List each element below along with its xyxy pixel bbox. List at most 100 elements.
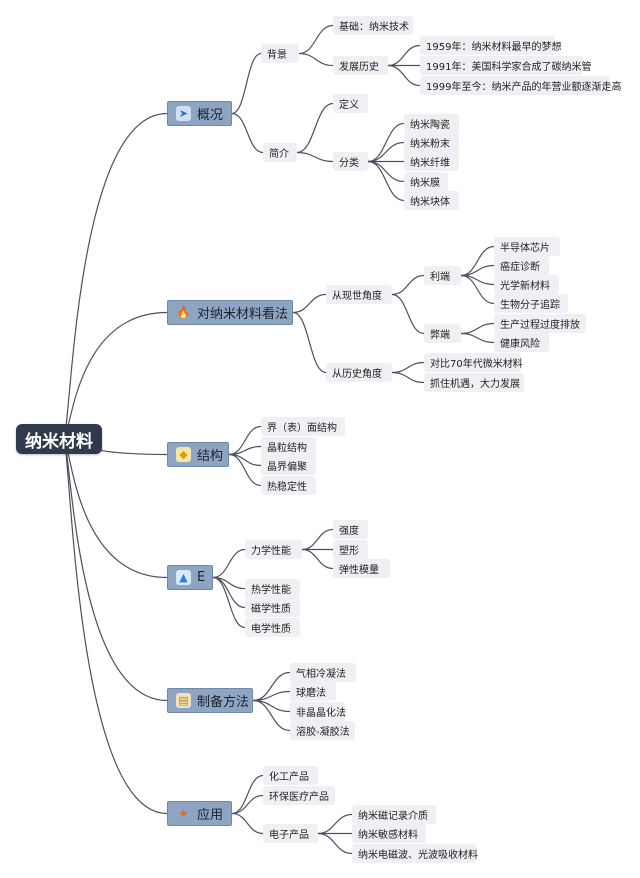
connector-line bbox=[228, 425, 262, 456]
sub-node[interactable]: 溶胶-凝胶法 bbox=[290, 721, 355, 740]
sub-node[interactable]: 从现世角度 bbox=[326, 285, 392, 304]
sub-node[interactable]: 基础：纳米技术 bbox=[333, 16, 413, 35]
sub-node[interactable]: 生产过程过度排放 bbox=[494, 314, 586, 333]
connector-line bbox=[387, 64, 421, 87]
node-label: 热稳定性 bbox=[267, 482, 307, 493]
sub-node[interactable]: 弹性模量 bbox=[333, 559, 390, 578]
connector-line bbox=[460, 322, 495, 335]
connector-line bbox=[231, 812, 264, 835]
sub-node[interactable]: 纳米陶瓷 bbox=[404, 114, 459, 133]
sub-node[interactable]: 背景 bbox=[261, 44, 299, 63]
connector-line bbox=[292, 311, 327, 374]
sub-node[interactable]: 从历史角度 bbox=[326, 363, 392, 382]
node-label: 力学性能 bbox=[251, 546, 291, 557]
connector-line bbox=[391, 274, 425, 296]
sub-node[interactable]: 热稳定性 bbox=[261, 476, 316, 495]
node-label: 弊端 bbox=[430, 330, 450, 341]
sub-node[interactable]: 1999年至今：纳米产品的年营业额逐渐走高 bbox=[420, 76, 621, 95]
root-node[interactable]: 纳米材料 bbox=[16, 424, 102, 454]
sub-node[interactable]: 纳米敏感材料 bbox=[352, 824, 426, 843]
sub-node[interactable]: 塑形 bbox=[333, 540, 368, 559]
sub-node[interactable]: 非晶晶化法 bbox=[290, 702, 346, 721]
sub-node[interactable]: 半导体芯片 bbox=[494, 237, 560, 256]
connector-line bbox=[298, 24, 334, 55]
node-label: 抓住机遇，大力发展 bbox=[430, 379, 520, 390]
connector-line bbox=[301, 528, 334, 551]
connector-line bbox=[391, 361, 425, 374]
branch-node[interactable]: ◆ 结构 bbox=[167, 442, 229, 467]
branch-node[interactable]: ▤制备方法 bbox=[167, 688, 253, 713]
node-label: 溶胶-凝胶法 bbox=[296, 727, 350, 738]
node-label: 生物分子追踪 bbox=[500, 300, 560, 311]
sub-node[interactable]: 晶界偏聚 bbox=[261, 456, 316, 475]
sub-node[interactable]: 光学新材料 bbox=[494, 275, 559, 294]
sub-node[interactable]: 球磨法 bbox=[290, 682, 336, 701]
connector-line bbox=[367, 160, 405, 202]
sub-node[interactable]: 电子产品 bbox=[263, 824, 318, 843]
connector-line bbox=[62, 438, 168, 815]
connector-line bbox=[228, 453, 262, 487]
node-label: 定义 bbox=[339, 100, 359, 111]
node-label: 发展历史 bbox=[339, 62, 379, 73]
connector-line bbox=[460, 274, 495, 305]
sub-node[interactable]: 强度 bbox=[333, 520, 368, 539]
sub-node[interactable]: 界（表）面结构 bbox=[261, 417, 345, 436]
sub-node[interactable]: 电学性质 bbox=[245, 618, 300, 637]
node-label: 背景 bbox=[267, 50, 287, 61]
sub-node[interactable]: 纳米粉末 bbox=[404, 133, 459, 152]
sub-node[interactable]: 定义 bbox=[333, 94, 368, 113]
connector-line bbox=[62, 438, 168, 702]
node-label: 癌症诊断 bbox=[500, 262, 540, 273]
gem-icon: ◆ bbox=[176, 447, 191, 462]
sub-node[interactable]: 纳米纤维 bbox=[404, 152, 459, 171]
sub-node[interactable]: 纳米磁记录介质 bbox=[352, 805, 436, 824]
connector-line bbox=[301, 548, 334, 570]
node-label: 纳米膜 bbox=[410, 178, 440, 189]
node-label: 1991年：美国科学家合成了碳纳米管 bbox=[426, 62, 592, 73]
drop-icon: ▲ bbox=[176, 570, 191, 585]
node-label: 纳米电磁波、光波吸收材料 bbox=[358, 850, 478, 861]
sub-node[interactable]: 利端 bbox=[424, 266, 461, 285]
sub-node[interactable]: 生物分子追踪 bbox=[494, 294, 568, 313]
node-label: 概况 bbox=[197, 108, 224, 123]
sub-node[interactable]: 抓住机遇，大力发展 bbox=[424, 373, 524, 392]
sub-node[interactable]: 力学性能 bbox=[245, 540, 302, 559]
connector-line bbox=[212, 548, 246, 579]
sub-node[interactable]: 晶粒结构 bbox=[261, 437, 316, 456]
sub-node[interactable]: 环保医疗产品 bbox=[263, 786, 335, 805]
sub-node[interactable]: 弊端 bbox=[424, 324, 461, 343]
sub-node[interactable]: 纳米块体 bbox=[404, 191, 459, 210]
node-label: 纳米磁记录介质 bbox=[358, 811, 428, 822]
connector-line bbox=[391, 371, 425, 384]
sub-node[interactable]: 磁学性质 bbox=[245, 598, 300, 617]
sub-node[interactable]: 1959年：纳米材料最早的梦想 bbox=[420, 36, 561, 55]
branch-node[interactable]: ▲E bbox=[167, 565, 213, 590]
node-label: 从历史角度 bbox=[332, 369, 382, 380]
node-label: 健康风险 bbox=[500, 339, 540, 350]
node-label: 制备方法 bbox=[197, 695, 250, 710]
sub-node[interactable]: 热学性能 bbox=[245, 579, 300, 598]
node-label: 利端 bbox=[430, 272, 450, 283]
node-label: 结构 bbox=[197, 449, 224, 464]
node-label: 纳米粉末 bbox=[410, 139, 450, 150]
node-label: 光学新材料 bbox=[500, 281, 550, 292]
sub-node[interactable]: 气相冷凝法 bbox=[290, 663, 356, 682]
sub-node[interactable]: 癌症诊断 bbox=[494, 256, 549, 275]
sub-node[interactable]: 简介 bbox=[263, 143, 297, 162]
sub-node[interactable]: 对比70年代微米材料 bbox=[424, 353, 523, 372]
sub-node[interactable]: 健康风险 bbox=[494, 333, 549, 352]
node-label: 电子产品 bbox=[269, 830, 309, 841]
sub-node[interactable]: 化工产品 bbox=[263, 766, 318, 785]
node-label: 界（表）面结构 bbox=[267, 423, 337, 434]
branch-node[interactable]: ★应用 bbox=[167, 801, 232, 826]
branch-node[interactable]: ➤概况 bbox=[167, 101, 232, 126]
sub-node[interactable]: 纳米膜 bbox=[404, 172, 448, 191]
connector-line bbox=[62, 311, 168, 440]
branch-node[interactable]: 🔥对纳米材料看法 bbox=[167, 300, 293, 325]
sub-node[interactable]: 发展历史 bbox=[333, 56, 388, 75]
sub-node[interactable]: 纳米电磁波、光波吸收材料 bbox=[352, 844, 478, 863]
node-label: 热学性能 bbox=[251, 585, 291, 596]
sub-node[interactable]: 1991年：美国科学家合成了碳纳米管 bbox=[420, 56, 591, 75]
sub-node[interactable]: 分类 bbox=[333, 152, 368, 171]
connector-line bbox=[367, 122, 405, 163]
